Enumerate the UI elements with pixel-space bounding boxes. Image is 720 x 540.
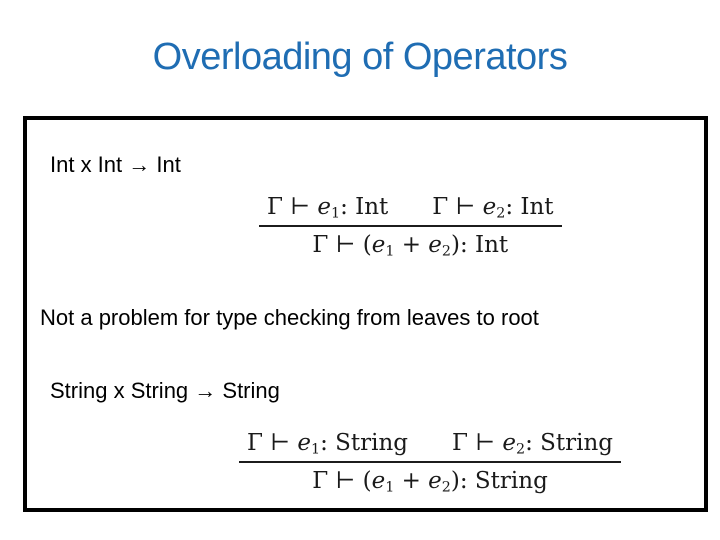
expr-subscript: 2 [496,205,506,222]
expr-subscript: 1 [385,243,395,260]
expr-subscript: 2 [441,243,451,260]
string-rule-conclusion: Γ ⊢ (e1 + e2): String [239,463,621,496]
int-rule-premises: Γ ⊢ e1: Int Γ ⊢ e2: Int [259,194,562,227]
expr-subscript: 1 [310,441,321,458]
int-rule-premise-1: Γ ⊢ e1: Int [267,194,389,222]
int-inference-rule: Γ ⊢ e1: Int Γ ⊢ e2: Int Γ ⊢ (e1 + e2): I… [259,194,562,260]
int-rule-premise-2: Γ ⊢ e2: Int [432,194,554,222]
expr-var: e [317,194,331,220]
expr-var: e [482,194,497,220]
expr-var: e [428,468,442,494]
type-annotation: : Int [505,194,554,220]
expr-var: e [297,430,311,456]
int-type-signature: Int x Int → Int [50,152,181,177]
type-annotation: : String [525,430,614,456]
expr-subscript: 1 [385,479,395,496]
context-turnstile: Γ ⊢ [432,194,483,220]
context-turnstile: Γ ⊢ ( [312,232,372,258]
slide-title: Overloading of Operators [152,36,568,78]
string-type-signature: String x String → String [50,378,280,403]
expr-subscript: 2 [441,479,451,496]
plus-operator: + [394,468,429,494]
note-text: Not a problem for type checking from lea… [40,305,539,330]
context-turnstile: Γ ⊢ ( [312,468,372,494]
string-rule-premises: Γ ⊢ e1: String Γ ⊢ e2: String [239,430,622,463]
expr-subscript: 1 [330,205,341,222]
plus-operator: + [394,232,429,258]
string-rule-premise-2: Γ ⊢ e2: String [452,430,614,458]
expr-var: e [371,232,386,258]
content-box: Int x Int → Int Γ ⊢ e1: Int Γ ⊢ e2: Int … [23,116,708,512]
context-turnstile: Γ ⊢ [247,430,298,456]
expr-var: e [371,468,386,494]
expr-subscript: 2 [516,441,526,458]
context-turnstile: Γ ⊢ [267,194,318,220]
string-inference-rule: Γ ⊢ e1: String Γ ⊢ e2: String Γ ⊢ (e1 + … [239,430,622,496]
type-annotation: : Int [340,194,389,220]
int-rule-conclusion: Γ ⊢ (e1 + e2): Int [259,227,562,260]
type-annotation: ): Int [451,232,509,258]
expr-var: e [502,430,516,456]
type-annotation: : String [320,430,409,456]
type-annotation: ): String [450,468,548,494]
context-turnstile: Γ ⊢ [452,430,503,456]
expr-var: e [428,232,442,258]
string-rule-premise-1: Γ ⊢ e1: String [247,430,409,458]
